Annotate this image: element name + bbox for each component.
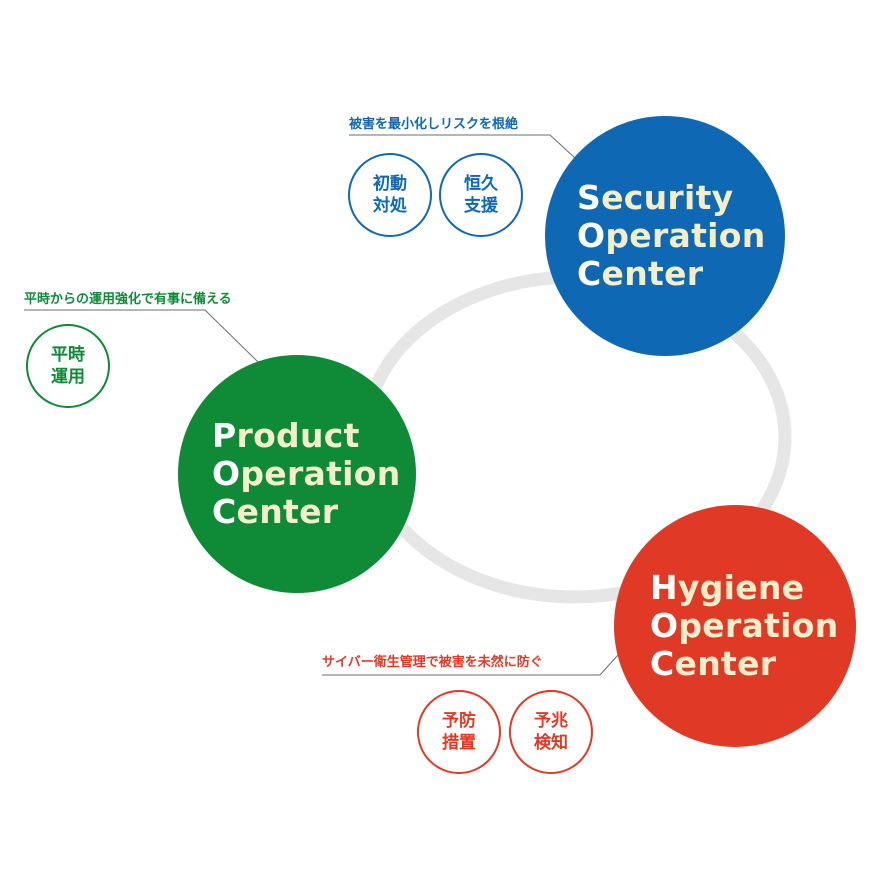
center-title-line: Security — [577, 178, 734, 217]
center-title-line: Center — [650, 644, 777, 683]
hygiene-leader-line — [322, 654, 619, 676]
center-title-line: Operation — [212, 454, 401, 493]
center-title-line: Hygiene — [650, 568, 805, 607]
security-badge-initial-response: 初動 対処 — [348, 153, 432, 237]
badge-text-line1: 初動 — [373, 174, 407, 194]
badge-text-line1: 平時 — [51, 345, 85, 365]
product-caption: 平時からの運用強化で有事に備える — [24, 292, 232, 307]
product-operation-center: Product Operation Center — [178, 355, 416, 593]
hygiene-operation-center: Hygiene Operation Center — [614, 505, 856, 747]
badge-text-line1: 予兆 — [534, 711, 568, 731]
product-badge-normal-operation: 平時 運用 — [26, 324, 110, 408]
security-caption: 被害を最小化しリスクを根絶 — [349, 117, 519, 132]
center-title-line: Center — [212, 492, 339, 531]
hygiene-caption: サイバー衛生管理で被害を未然に防ぐ — [322, 655, 543, 670]
center-title-line: Operation — [577, 216, 766, 255]
center-title-line: Product — [212, 416, 360, 455]
security-badge-permanent-support: 恒久 支援 — [439, 153, 523, 237]
security-operation-center: Security Operation Center — [545, 116, 785, 356]
hygiene-badge-sign-detection: 予兆 検知 — [509, 690, 593, 774]
product-leader-line — [24, 309, 259, 363]
badge-text-line1: 恒久 — [464, 174, 498, 194]
center-title-line: Operation — [650, 606, 839, 645]
badge-text-line2: 検知 — [534, 733, 568, 753]
security-leader-line — [349, 134, 576, 159]
badge-text-line2: 支援 — [464, 196, 498, 216]
badge-text-line2: 措置 — [442, 733, 476, 753]
badge-text-line1: 予防 — [442, 711, 476, 731]
badge-text-line2: 対処 — [373, 196, 407, 216]
badge-text-line2: 運用 — [51, 367, 85, 387]
center-title-line: Center — [577, 254, 704, 293]
hygiene-badge-preventive-measures: 予防 措置 — [417, 690, 501, 774]
